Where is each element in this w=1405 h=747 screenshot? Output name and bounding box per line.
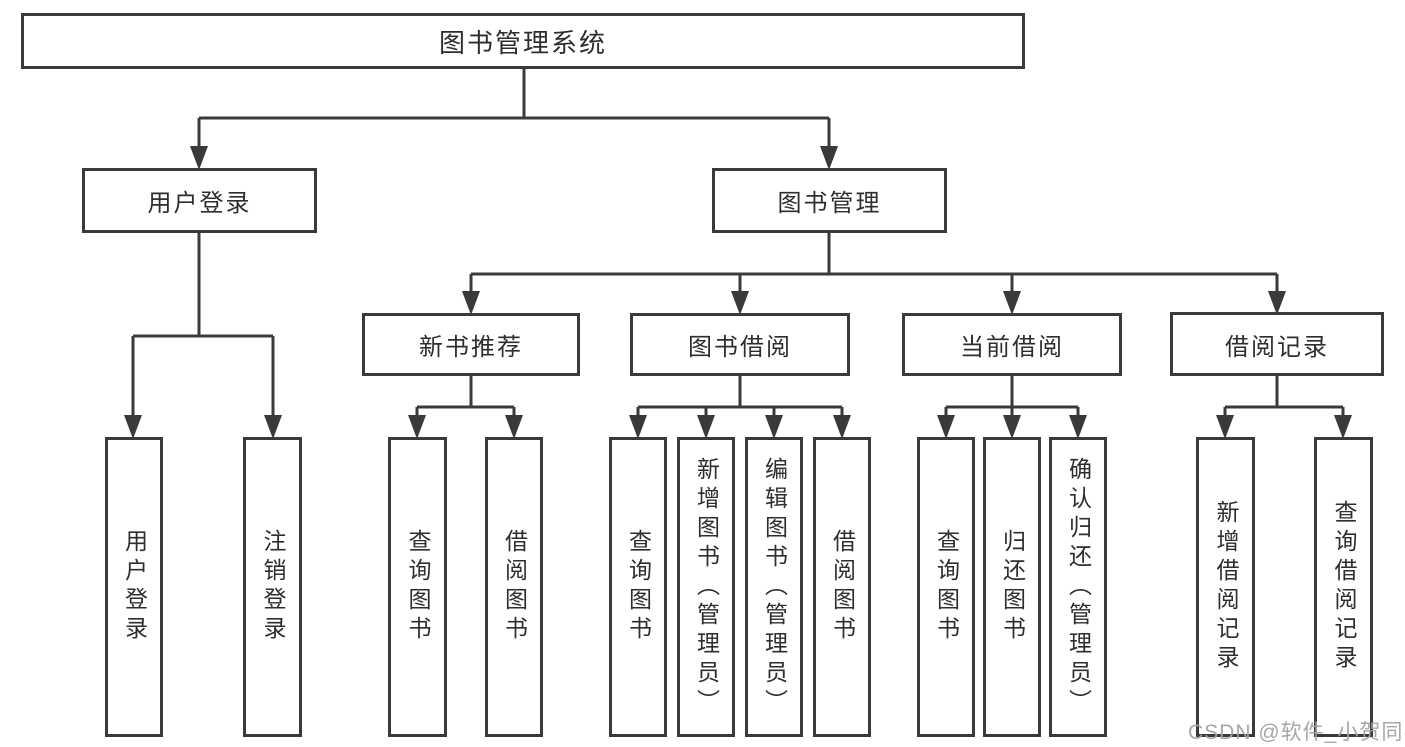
leaf-return-books: 归还图书 xyxy=(983,437,1041,737)
leaf-label: 借阅图书 xyxy=(501,529,528,645)
node-user-login: 用户登录 xyxy=(82,168,317,233)
arrow-down-icon xyxy=(124,415,142,439)
connector-new-book-children xyxy=(408,376,523,439)
node-new-book-recommend: 新书推荐 xyxy=(362,313,580,376)
node-label: 图书管理系统 xyxy=(438,27,607,58)
arrow-down-icon xyxy=(408,415,426,439)
csdn-watermark: CSDN @软件_小贺同学 xyxy=(1188,721,1405,744)
connector-user-login-children xyxy=(124,233,282,439)
arrow-down-icon xyxy=(505,415,523,439)
node-label: 用户登录 xyxy=(147,190,252,217)
leaf-label: 归还图书 xyxy=(999,529,1026,645)
node-borrow-records: 借阅记录 xyxy=(1170,312,1384,376)
arrow-down-icon xyxy=(1003,415,1021,439)
node-label: 借阅记录 xyxy=(1225,333,1329,361)
node-label: 图书管理 xyxy=(777,190,882,217)
leaf-label: 查询图书 xyxy=(405,529,431,645)
node-label: 当前借阅 xyxy=(960,334,1064,361)
node-current-borrow: 当前借阅 xyxy=(902,313,1122,376)
arrow-down-icon xyxy=(1216,415,1234,439)
leaf-label: 查询图书 xyxy=(625,529,652,645)
arrow-down-icon xyxy=(1268,291,1286,315)
arrow-down-icon xyxy=(765,415,783,439)
arrow-down-icon xyxy=(1334,415,1352,439)
connector-current-borrow-children xyxy=(937,376,1087,439)
node-book-borrow: 图书借阅 xyxy=(630,313,850,376)
leaf-borrow-books-recommend: 借阅图书 xyxy=(485,437,543,737)
leaf-user-login: 用户登录 xyxy=(105,437,163,737)
arrow-down-icon xyxy=(264,415,282,439)
leaf-confirm-return-admin: 确认归还（管理员） xyxy=(1049,437,1107,737)
leaf-logout: 注销登录 xyxy=(243,437,302,737)
leaf-query-books-borrow: 查询图书 xyxy=(609,437,667,737)
leaf-label: 新增图书（管理员） xyxy=(693,456,720,718)
connector-root-to-level2 xyxy=(190,69,838,170)
leaf-label: 注销登录 xyxy=(260,529,286,645)
connector-book-management-children xyxy=(462,233,1286,315)
leaf-add-books-admin: 新增图书（管理员） xyxy=(677,437,735,737)
connector-book-borrow-children xyxy=(629,376,851,439)
arrow-down-icon xyxy=(1069,415,1087,439)
leaf-label: 查询借阅记录 xyxy=(1331,500,1357,674)
node-label: 新书推荐 xyxy=(419,334,523,361)
leaf-query-borrow-record: 查询借阅记录 xyxy=(1314,437,1373,737)
leaf-label: 确认归还（管理员） xyxy=(1065,456,1092,718)
leaf-query-books-recommend: 查询图书 xyxy=(388,437,447,737)
arrow-down-icon xyxy=(820,146,838,170)
leaf-label: 编辑图书（管理员） xyxy=(761,456,788,718)
arrow-down-icon xyxy=(1003,291,1021,315)
arrow-down-icon xyxy=(833,415,851,439)
node-book-management: 图书管理 xyxy=(712,168,947,233)
connector-borrow-record-children xyxy=(1216,376,1352,439)
arrow-down-icon xyxy=(731,291,749,315)
leaf-label: 用户登录 xyxy=(121,529,148,645)
leaf-label: 新增借阅记录 xyxy=(1213,500,1239,674)
arrow-down-icon xyxy=(697,415,715,439)
arrow-down-icon xyxy=(937,415,955,439)
leaf-borrow-books: 借阅图书 xyxy=(813,437,871,737)
leaf-add-borrow-record: 新增借阅记录 xyxy=(1196,437,1255,737)
node-root-system: 图书管理系统 xyxy=(21,13,1025,69)
arrow-down-icon xyxy=(629,415,647,439)
arrow-down-icon xyxy=(462,291,480,315)
leaf-query-books-current: 查询图书 xyxy=(917,437,975,737)
leaf-edit-books-admin: 编辑图书（管理员） xyxy=(745,437,803,737)
leaf-label: 借阅图书 xyxy=(829,529,856,645)
leaf-label: 查询图书 xyxy=(933,529,960,645)
node-label: 图书借阅 xyxy=(688,334,792,361)
arrow-down-icon xyxy=(190,146,208,170)
